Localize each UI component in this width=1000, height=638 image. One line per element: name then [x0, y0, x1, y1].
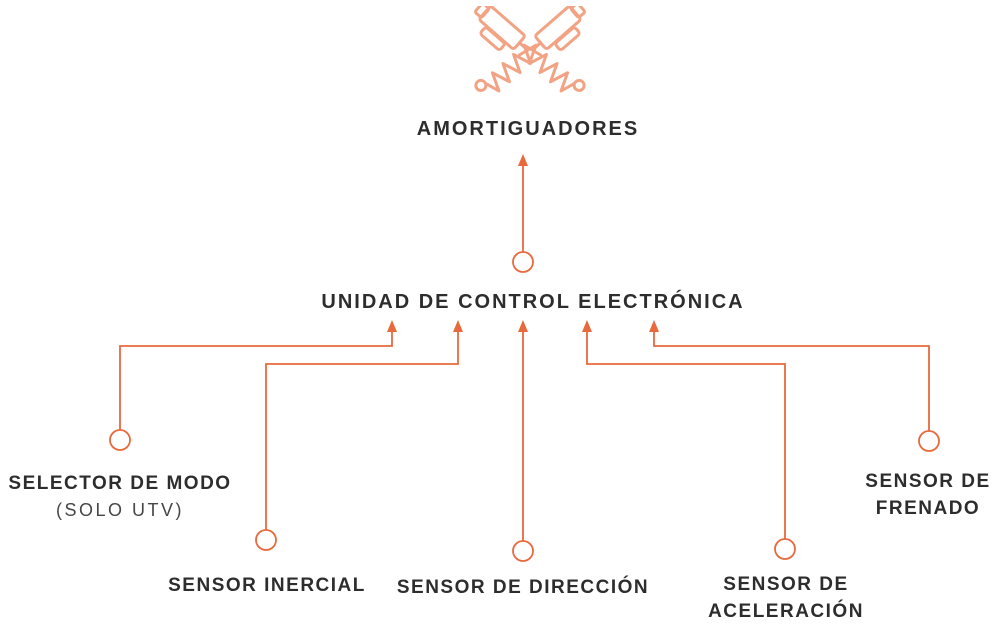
connector-sensor-de-frenado: [649, 320, 940, 452]
connector-ecu-to-amortiguadores: [512, 154, 534, 273]
sensor-de-direccion-label: SENSOR DE DIRECCIÓN: [397, 574, 649, 601]
sensor-de-aceleracion-label-line1: SENSOR DE: [723, 574, 849, 595]
sensor-de-direccion-label-line1: SENSOR DE DIRECCIÓN: [396, 577, 650, 598]
selector-de-modo-label: SELECTOR DE MODO (SOLO UTV): [8, 470, 231, 524]
sensor-de-frenado-label-line1: SENSOR DE: [865, 471, 991, 492]
shock-absorber-left: [464, 0, 588, 110]
sensor-de-aceleracion-label: SENSOR DE ACELERACIÓN: [708, 571, 864, 625]
selector-de-modo-label-line1: SELECTOR DE MODO: [8, 473, 232, 494]
sensor-de-frenado-label-line2: FRENADO: [875, 498, 981, 519]
connector-sensor-inercial: [255, 320, 463, 551]
sensor-inercial-label: SENSOR INERCIAL: [168, 572, 366, 599]
connector-sensor-de-aceleracion: [582, 320, 796, 560]
ecu-label: UNIDAD DE CONTROL ELECTRÓNICA: [321, 291, 745, 313]
shock-absorber-right: [472, 0, 596, 110]
connector-sensor-de-direccion: [512, 320, 534, 562]
sensor-de-frenado-label: SENSOR DE FRENADO: [865, 468, 990, 522]
selector-de-modo-label-line2: (SOLO UTV): [55, 500, 185, 520]
amortiguadores-label: AMORTIGUADORES: [416, 118, 640, 140]
sensor-inercial-label-line1: SENSOR INERCIAL: [168, 575, 366, 596]
connector-selector-de-modo: [109, 320, 397, 451]
sensor-de-aceleracion-label-line2: ACELERACIÓN: [708, 601, 864, 622]
shock-absorbers-icon: [452, 0, 608, 110]
